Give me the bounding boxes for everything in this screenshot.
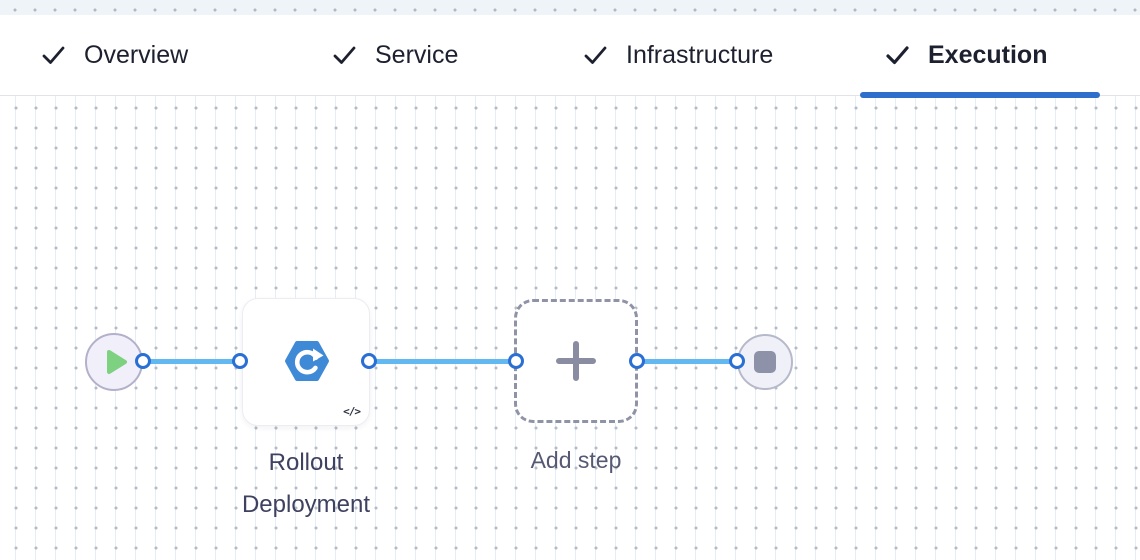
edge-addstep-to-end (637, 359, 737, 364)
tab-label: Execution (928, 40, 1048, 69)
connector-port[interactable] (232, 353, 248, 369)
code-icon: </> (343, 405, 361, 418)
play-icon (106, 350, 127, 374)
tab-label: Overview (84, 40, 189, 69)
connector-port[interactable] (508, 353, 524, 369)
add-step-button[interactable] (514, 299, 638, 423)
tab-overview[interactable]: Overview (40, 15, 188, 95)
stop-icon (754, 351, 776, 373)
add-step-label: Add step (530, 447, 622, 473)
step-node-rollout-deployment[interactable]: </> (242, 298, 370, 426)
tab-execution[interactable]: Execution (884, 15, 1047, 95)
check-icon (333, 46, 356, 64)
plus-icon (556, 341, 596, 381)
connector-port[interactable] (135, 353, 151, 369)
edge-start-to-step (143, 359, 240, 364)
step-node-label: Rollout Deployment (241, 449, 371, 518)
connector-port[interactable] (361, 353, 377, 369)
end-node (737, 334, 793, 390)
pipeline-canvas[interactable]: </> Rollout Deployment Add step (0, 96, 1140, 560)
check-icon (584, 46, 607, 64)
check-icon (886, 45, 909, 64)
check-icon (42, 46, 65, 64)
tab-label: Service (375, 40, 459, 69)
active-tab-underline (860, 92, 1100, 98)
tab-infrastructure[interactable]: Infrastructure (582, 15, 773, 95)
connector-port[interactable] (729, 353, 745, 369)
k8s-rollout-icon (285, 341, 329, 381)
start-node (85, 333, 143, 391)
tab-service[interactable]: Service (331, 15, 458, 95)
connector-port[interactable] (629, 353, 645, 369)
tab-label: Infrastructure (626, 40, 774, 69)
canvas-top-strip (0, 0, 1140, 15)
edge-step-to-addstep (369, 359, 516, 364)
stage-setup-tabs: Overview Service Infrastructure Executio… (0, 15, 1140, 98)
